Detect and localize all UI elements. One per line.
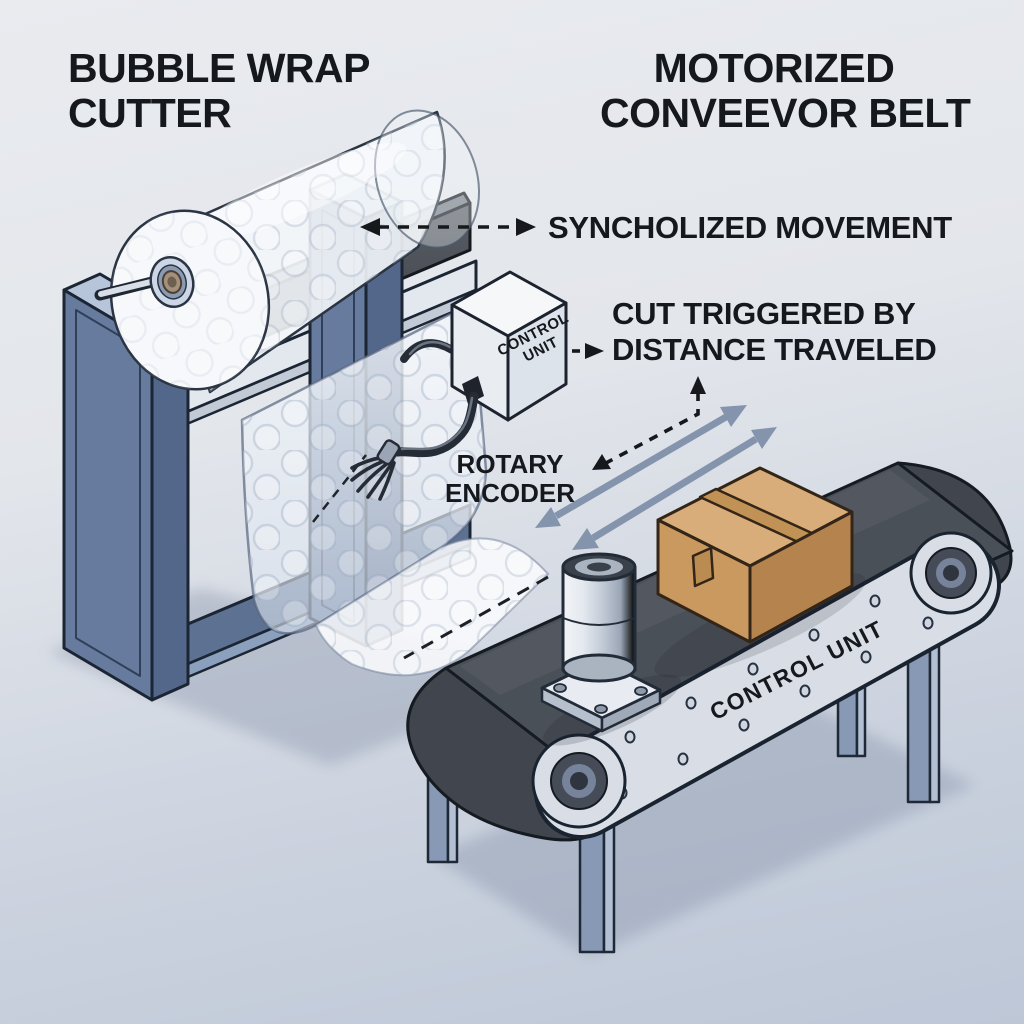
box-tape-tab (691, 546, 715, 588)
roll-core (149, 255, 195, 309)
conveyor-shadow (432, 700, 975, 956)
belt-direction-arrow-2 (572, 427, 777, 550)
title-right-line2: CONVEEVOR BELT (600, 90, 971, 136)
box-side (748, 510, 854, 644)
flat-bubble-sheet (314, 537, 550, 677)
cut-line2: DISTANCE TRAVELED (612, 332, 937, 367)
wrap-roll (94, 109, 481, 394)
hanging-bubble-sheet (240, 301, 488, 635)
right-roller (909, 531, 993, 615)
sync-arrow (360, 218, 536, 236)
title-right-line1: MOTORIZED (653, 45, 895, 91)
left-roller (531, 733, 627, 829)
annotation-synchronized-movement: SYNCHOLIZED MOVEMENT (548, 210, 952, 245)
control-unit-box (350, 270, 568, 501)
rotary-line1: ROTARY (456, 449, 564, 479)
rotary-encoder-device (540, 552, 681, 746)
cut-line1: CUT TRIGGERED BY (612, 296, 916, 331)
conveyor-frame (534, 538, 1001, 839)
wire-bundle (350, 439, 401, 501)
title-left-line1: BUBBLE WRAP (68, 45, 370, 91)
roll-far-end (373, 109, 481, 249)
control-box-right (506, 301, 568, 422)
signal-cable-main (392, 391, 479, 458)
cable-plug (462, 376, 484, 404)
belt-direction-arrow-1 (535, 405, 747, 528)
cut-edge-dash-line (403, 575, 549, 660)
cardboard-box (654, 466, 866, 678)
bubble-wrap-cutter-machine (62, 109, 488, 702)
rotary-line2: ENCODER (444, 478, 575, 508)
frame-rivets (616, 594, 934, 800)
cable-highlight-2 (400, 396, 474, 451)
title-left-line2: CUTTER (68, 90, 232, 136)
annotation-arrows (360, 218, 777, 550)
wire-band (376, 439, 401, 466)
roll-highlight (193, 142, 407, 242)
encoder-cylinder (561, 552, 637, 683)
cable-highlight (408, 340, 452, 356)
cut-trigger-arrow (572, 343, 604, 359)
distance-arrow (592, 376, 706, 470)
